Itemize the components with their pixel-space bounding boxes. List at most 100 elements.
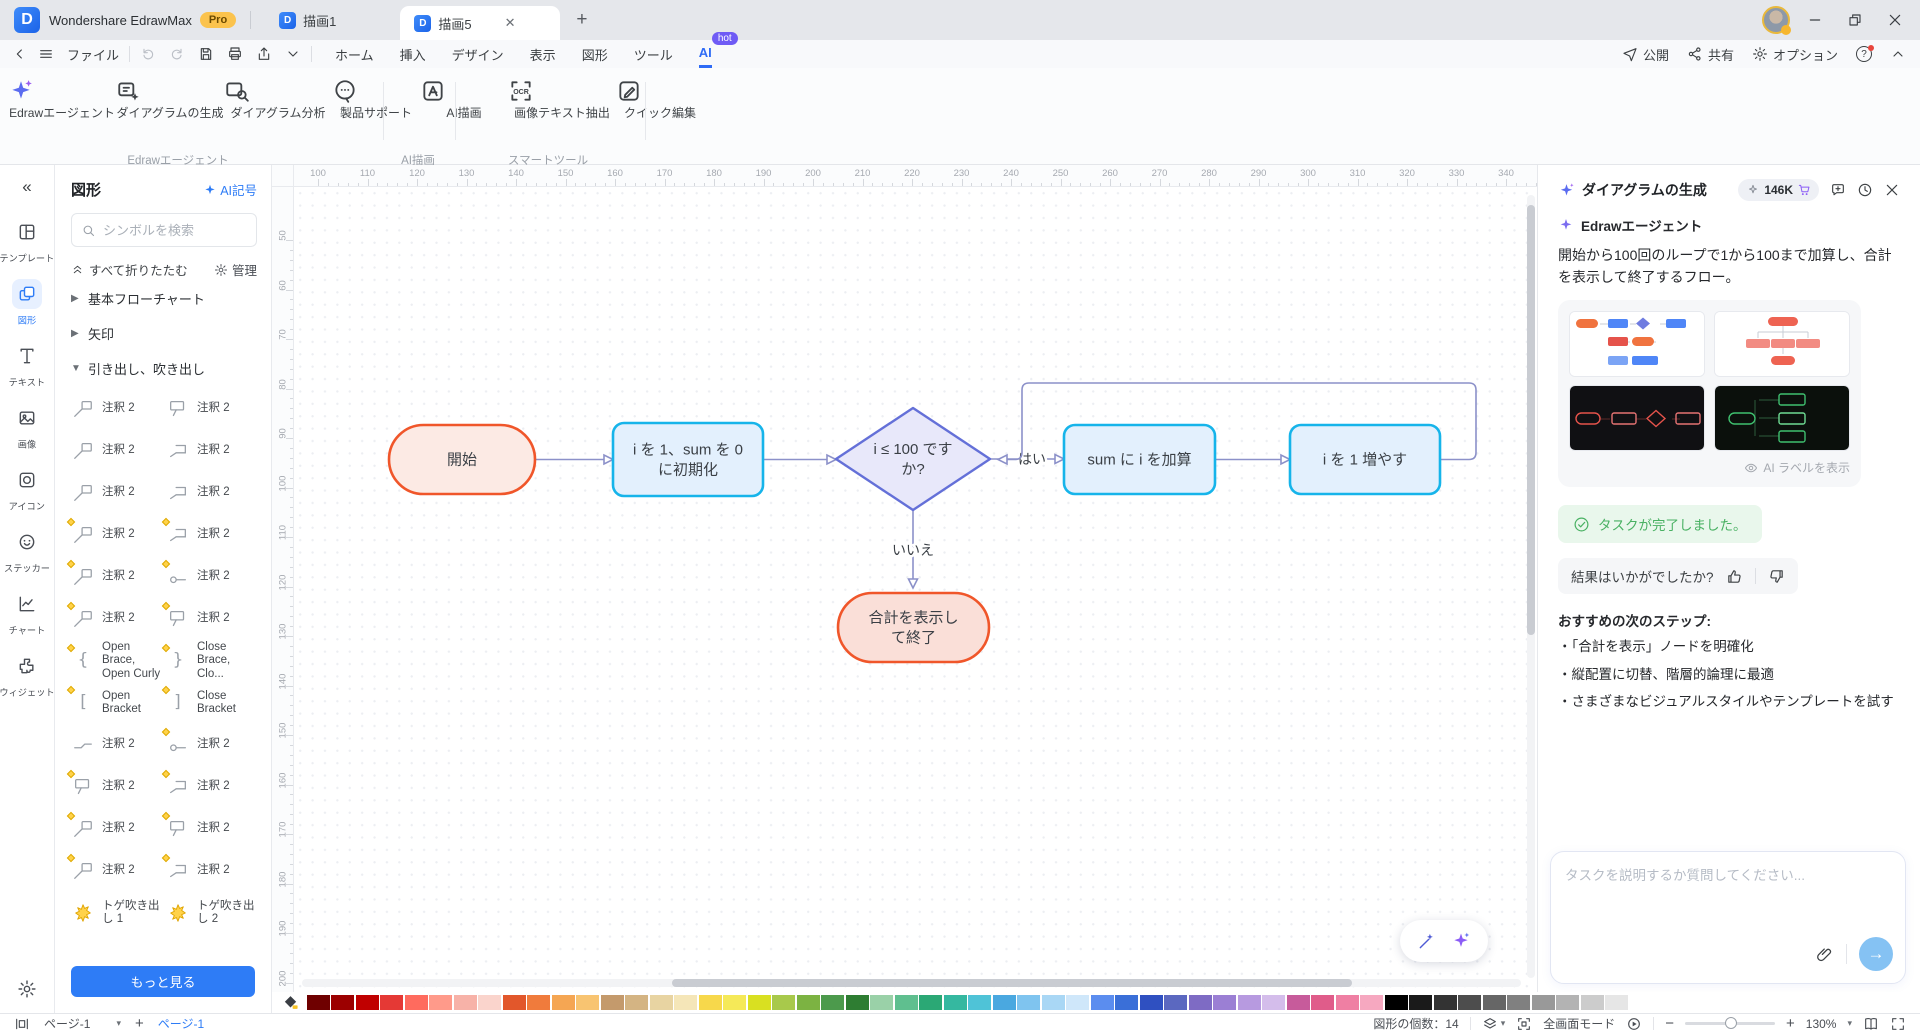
color-swatch[interactable] xyxy=(527,995,550,1010)
symbol-search-input[interactable] xyxy=(71,213,257,247)
color-swatch[interactable] xyxy=(1409,995,1432,1010)
shape-item[interactable]: [Open Bracket xyxy=(66,682,162,724)
color-swatch[interactable] xyxy=(1237,995,1261,1010)
color-swatch[interactable] xyxy=(1164,995,1187,1010)
ribbon-button-sparkle[interactable]: Edrawエージェント xyxy=(8,78,116,121)
suggested-step[interactable]: ・さまざまなビジュアルスタイルやテンプレートを試す xyxy=(1558,693,1894,709)
ribbon-button-support[interactable]: 製品サポート xyxy=(332,78,420,121)
color-swatch[interactable] xyxy=(1433,995,1457,1010)
page-tab-active[interactable]: ページ-1 xyxy=(157,1017,205,1031)
collapse-ribbon-icon[interactable] xyxy=(1890,46,1906,62)
shape-item[interactable]: 注釈 2 xyxy=(66,808,162,850)
shape-item[interactable]: 注釈 2 xyxy=(161,598,257,640)
document-tab-1[interactable]: D 描画1 xyxy=(265,0,350,40)
close-window-button[interactable] xyxy=(1880,5,1910,35)
rail-item-chart[interactable]: チャート xyxy=(7,589,47,637)
rail-item-sticker[interactable]: ステッカー xyxy=(2,527,52,575)
shape-item[interactable]: 注釈 2 xyxy=(66,514,162,556)
color-swatch[interactable] xyxy=(1090,995,1114,1010)
presentation-icon[interactable] xyxy=(1516,1016,1532,1032)
color-swatch[interactable] xyxy=(576,995,599,1010)
color-swatch[interactable] xyxy=(1262,995,1285,1010)
color-swatch[interactable] xyxy=(1213,995,1236,1010)
rail-item-shapes[interactable]: 図形 xyxy=(12,279,42,327)
ai-result-thumbnail-2[interactable] xyxy=(1713,311,1850,378)
send-button[interactable]: → xyxy=(1859,937,1893,971)
menu-挿入[interactable]: 挿入 xyxy=(399,47,426,63)
rail-item-template[interactable]: テンプレート xyxy=(0,217,57,265)
color-swatch[interactable] xyxy=(1311,995,1334,1010)
shape-item[interactable]: 注釈 2 xyxy=(66,850,162,892)
color-swatch[interactable] xyxy=(380,995,403,1010)
new-tab-button[interactable]: + xyxy=(576,9,588,30)
magic-wand-button[interactable] xyxy=(1417,931,1437,951)
share-button[interactable]: 共有 xyxy=(1687,45,1734,64)
shape-item[interactable]: 注釈 2 xyxy=(66,556,162,598)
zoom-out-button[interactable]: − xyxy=(1665,1015,1674,1032)
back-button[interactable] xyxy=(12,46,28,62)
color-swatch[interactable] xyxy=(1531,995,1555,1010)
color-swatch[interactable] xyxy=(796,995,820,1010)
shape-item[interactable]: 注釈 2 xyxy=(161,766,257,808)
color-swatch[interactable] xyxy=(1507,995,1530,1010)
menu-図形[interactable]: 図形 xyxy=(581,47,608,63)
color-swatch[interactable] xyxy=(747,995,771,1010)
fill-style-icon[interactable] xyxy=(282,994,299,1011)
shape-item[interactable]: トゲ吹き出し 2 xyxy=(166,892,257,934)
color-swatch[interactable] xyxy=(1360,995,1383,1010)
color-swatch[interactable] xyxy=(600,995,624,1010)
export-button[interactable] xyxy=(256,46,272,62)
rail-item-image[interactable]: 画像 xyxy=(12,403,42,451)
shape-item[interactable]: 注釈 2 xyxy=(166,430,257,472)
color-swatch[interactable] xyxy=(1482,995,1506,1010)
chevron-down-icon[interactable]: ▾ xyxy=(1847,1018,1852,1028)
color-swatch[interactable] xyxy=(674,995,697,1010)
ai-sparkle-button[interactable] xyxy=(1451,931,1471,951)
color-swatch[interactable] xyxy=(1286,995,1310,1010)
attach-file-icon[interactable] xyxy=(1816,945,1834,963)
redo-button[interactable] xyxy=(169,46,185,62)
color-swatch[interactable] xyxy=(821,995,844,1010)
color-swatch[interactable] xyxy=(919,995,942,1010)
shape-item[interactable]: 注釈 2 xyxy=(66,766,162,808)
shape-item[interactable]: 注釈 2 xyxy=(71,724,162,766)
shape-item[interactable]: 注釈 2 xyxy=(71,472,162,514)
rail-item-text[interactable]: テキスト xyxy=(7,341,47,389)
add-page-button[interactable]: + xyxy=(134,1015,144,1032)
shape-item[interactable]: 注釈 2 xyxy=(71,388,162,430)
restore-button[interactable] xyxy=(1840,5,1870,35)
color-swatch[interactable] xyxy=(404,995,428,1010)
shape-item[interactable]: 注釈 2 xyxy=(166,388,257,430)
color-swatch[interactable] xyxy=(649,995,673,1010)
color-swatch[interactable] xyxy=(772,995,795,1010)
ai-chat-input-box[interactable]: → xyxy=(1550,851,1906,984)
suggested-step[interactable]: ・「合計を表示」ノードを明確化 xyxy=(1558,639,1754,655)
feedback-icon[interactable] xyxy=(1830,182,1846,198)
vertical-scrollbar[interactable] xyxy=(1527,195,1535,978)
rail-item-widget[interactable]: ウィジェット xyxy=(0,651,57,699)
ribbon-button-aidraw[interactable]: AI描画 xyxy=(420,78,508,121)
color-swatch[interactable] xyxy=(453,995,477,1010)
document-tab-2-active[interactable]: D 描画5 ✕ xyxy=(400,6,561,40)
shape-item[interactable]: トゲ吹き出し 1 xyxy=(71,892,162,934)
color-swatch[interactable] xyxy=(943,995,967,1010)
menu-デザイン[interactable]: デザイン xyxy=(451,47,504,63)
color-swatch[interactable] xyxy=(845,995,869,1010)
color-swatch[interactable] xyxy=(992,995,1016,1010)
color-swatch[interactable] xyxy=(1066,995,1089,1010)
shape-item[interactable]: 注釈 2 xyxy=(161,514,257,556)
color-swatch[interactable] xyxy=(1458,995,1481,1010)
minimize-button[interactable] xyxy=(1800,5,1830,35)
suggested-step[interactable]: ・縦配置に切替、階層的論理に最適 xyxy=(1558,666,1774,682)
shape-item[interactable]: 注釈 2 xyxy=(161,808,257,850)
thumbs-up-button[interactable] xyxy=(1726,568,1743,585)
ai-chat-textarea[interactable] xyxy=(1565,864,1891,924)
ribbon-button-analyze[interactable]: ダイアグラム分析 xyxy=(224,78,332,121)
print-button[interactable] xyxy=(227,46,243,62)
color-swatch[interactable] xyxy=(1605,995,1628,1010)
overview-map-icon[interactable] xyxy=(1863,1016,1879,1032)
zoom-in-button[interactable]: + xyxy=(1786,1015,1795,1032)
